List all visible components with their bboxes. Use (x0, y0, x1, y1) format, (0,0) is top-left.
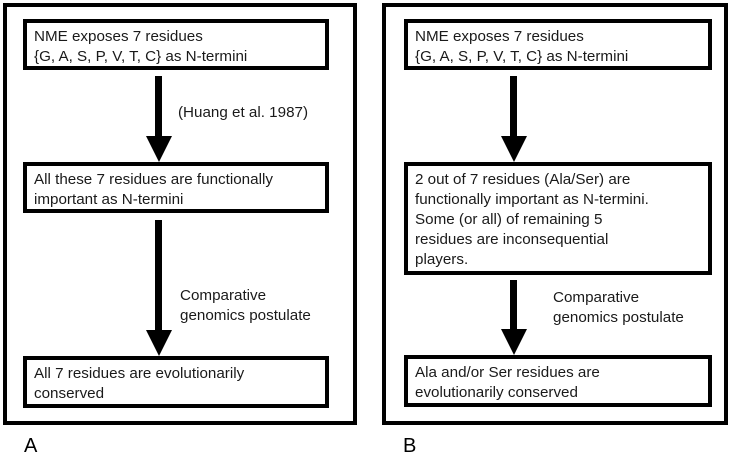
panel-b-arrow-inference-to-conclusion (497, 280, 531, 355)
panel-a-conclusion-box: All 7 residues are evolutionarily conser… (23, 356, 329, 408)
panel-a-premise-box: NME exposes 7 residues {G, A, S, P, V, T… (23, 19, 329, 70)
panel-a-postulate-label: Comparative genomics postulate (180, 287, 311, 324)
panel-b-arrow-premise-to-inference (497, 76, 531, 162)
panel-b-caption: B (403, 435, 417, 457)
panel-a-arrow-inference-to-conclusion (142, 220, 176, 356)
panel-a-arrow-premise-to-inference (142, 76, 176, 162)
panel-a-caption: A (24, 435, 38, 457)
panel-b-inference-box: 2 out of 7 residues (Ala/Ser) are functi… (404, 162, 712, 275)
panel-b-postulate-label: Comparative genomics postulate (553, 289, 684, 326)
panel-a-inference-box: All these 7 residues are functionally im… (23, 162, 329, 213)
panel-a-citation-label: (Huang et al. 1987) (178, 104, 309, 121)
panel-b-premise-box: NME exposes 7 residues {G, A, S, P, V, T… (404, 19, 712, 70)
panel-b-conclusion-box: Ala and/or Ser residues are evolutionari… (404, 355, 712, 407)
panel-a (3, 3, 357, 425)
